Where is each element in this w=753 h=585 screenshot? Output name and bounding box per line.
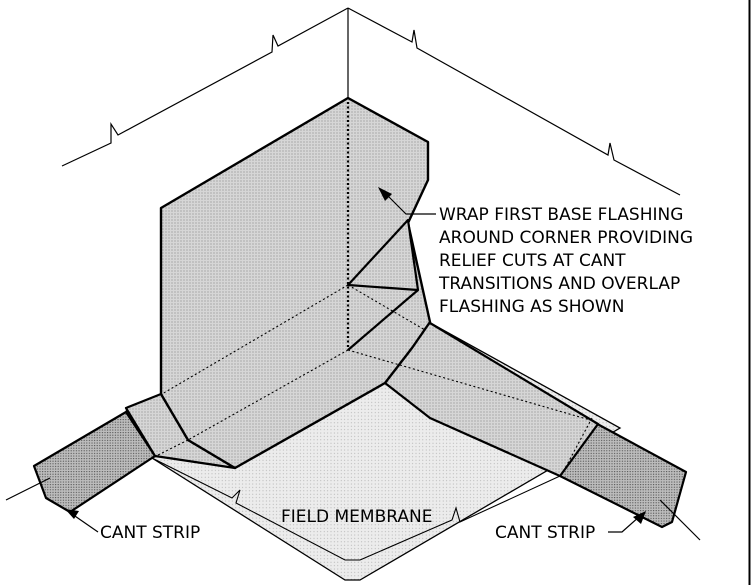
wall-outline — [61, 7, 681, 196]
membrane-break-lines — [151, 457, 561, 561]
right-cant-arrowhead — [633, 511, 646, 524]
right-wall-top-edge — [347, 7, 681, 196]
callout-line-5: FLASHING AS SHOWN — [439, 297, 624, 317]
leader-lines — [71, 191, 641, 533]
left-floor-hidden-line — [187, 349, 349, 441]
left-cant-seam — [125, 409, 156, 457]
right-floor-hidden-line — [347, 349, 591, 421]
relief-cut-flap — [346, 218, 420, 292]
right-cant-leader — [608, 515, 641, 533]
left-wall-top-edge — [61, 7, 349, 167]
callout-note: WRAP FIRST BASE FLASHING AROUND CORNER P… — [438, 205, 693, 317]
right-cant-break-line — [659, 499, 701, 541]
relief-cut-edge — [347, 289, 419, 351]
callout-leader — [383, 191, 436, 215]
left-cant-strip — [32, 410, 157, 514]
callout-arrowhead — [378, 187, 392, 201]
callout-line-1: WRAP FIRST BASE FLASHING — [439, 205, 683, 225]
callout-line-2: AROUND CORNER PROVIDING — [439, 228, 693, 248]
callout-line-4: TRANSITIONS AND OVERLAP — [438, 274, 680, 294]
left-cant-break-line — [5, 477, 51, 501]
membrane-front-edge — [151, 457, 360, 561]
left-cant-leader — [71, 513, 99, 533]
right-cant-seam — [561, 417, 593, 475]
wrapped-base-flashing — [159, 96, 432, 470]
right-wall-hidden-line — [347, 284, 426, 331]
callout-line-3: RELIEF CUTS AT CANT — [439, 251, 626, 271]
hidden-lines — [125, 102, 593, 475]
left-cant-strip-label: CANT STRIP — [100, 523, 200, 543]
right-cant-strip-label: CANT STRIP — [495, 523, 595, 543]
membrane-front-edge-right — [359, 475, 561, 561]
left-cant-arrowhead — [65, 509, 79, 519]
field-membrane-label: FIELD MEMBRANE — [281, 507, 432, 527]
